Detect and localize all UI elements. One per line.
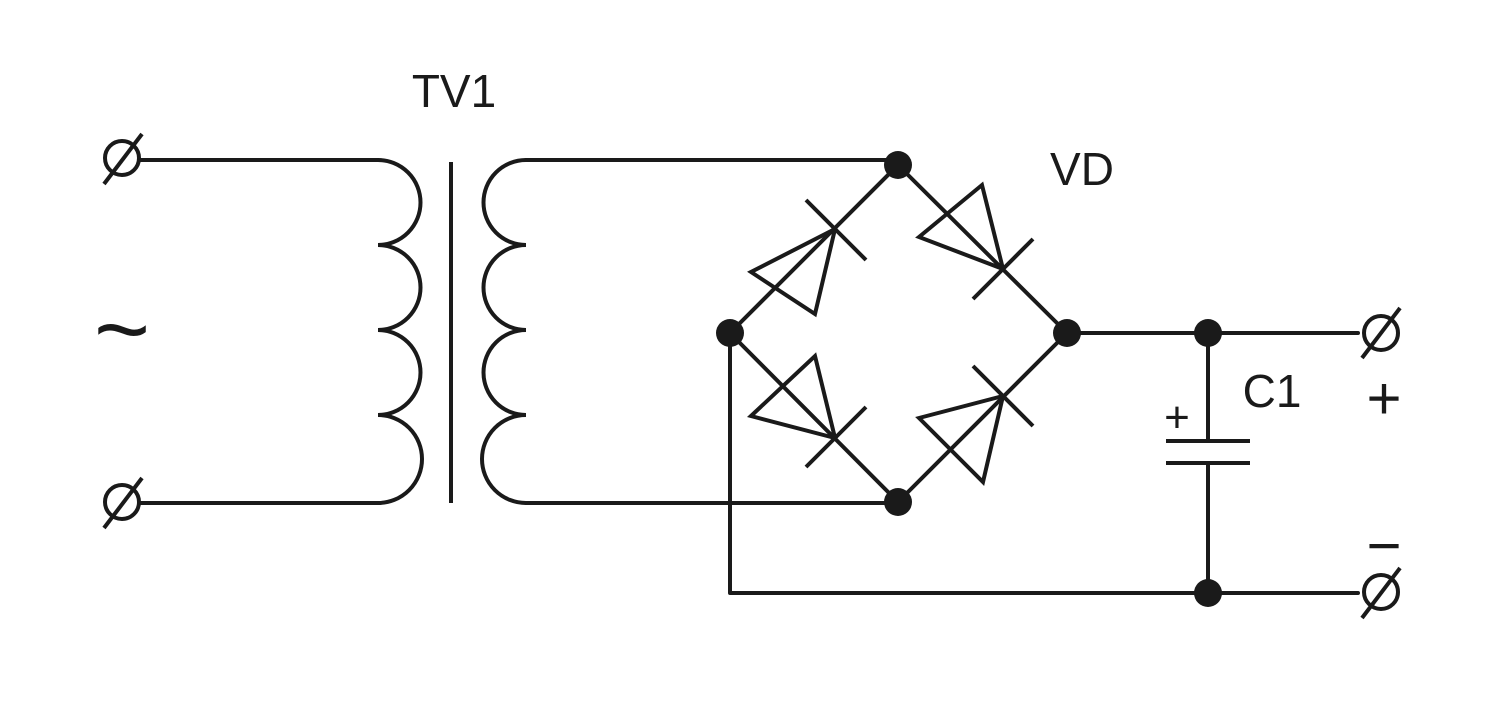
ac-input-terminal-bottom [102, 476, 144, 530]
bridge-node-left [716, 319, 744, 347]
ac-symbol: ~ [94, 276, 150, 383]
output-negative-sign: − [1366, 512, 1401, 579]
ac-input-terminal-top [102, 132, 144, 186]
bridge-node-bottom [884, 488, 912, 516]
dc-output-terminal-negative [1360, 566, 1402, 620]
capacitor-polarity-mark: + [1164, 393, 1190, 442]
bridge-edge-upper-left [728, 163, 900, 335]
diode-upper-left [747, 198, 868, 318]
capacitor-node-top [1194, 319, 1222, 347]
diode-upper-right [915, 181, 1035, 301]
transformer-label: TV1 [412, 65, 496, 117]
bridge-edge-upper-right [896, 163, 1069, 335]
bridge-node-top [884, 151, 912, 179]
diode-lower-left [746, 352, 868, 469]
bridge-edge-lower-left [728, 331, 900, 504]
capacitor-label: C1 [1243, 365, 1302, 417]
transformer-primary-winding [377, 158, 424, 505]
bridge-node-right [1053, 319, 1081, 347]
bridge-edge-lower-right [896, 331, 1069, 504]
bridge-label: VD [1050, 143, 1114, 195]
dc-output-terminal-positive [1360, 306, 1402, 360]
capacitor-node-bottom [1194, 579, 1222, 607]
output-positive-sign: + [1366, 365, 1401, 432]
transformer-secondary-winding [480, 158, 527, 505]
output-wire-negative [728, 331, 1360, 595]
diode-lower-right [915, 364, 1035, 486]
